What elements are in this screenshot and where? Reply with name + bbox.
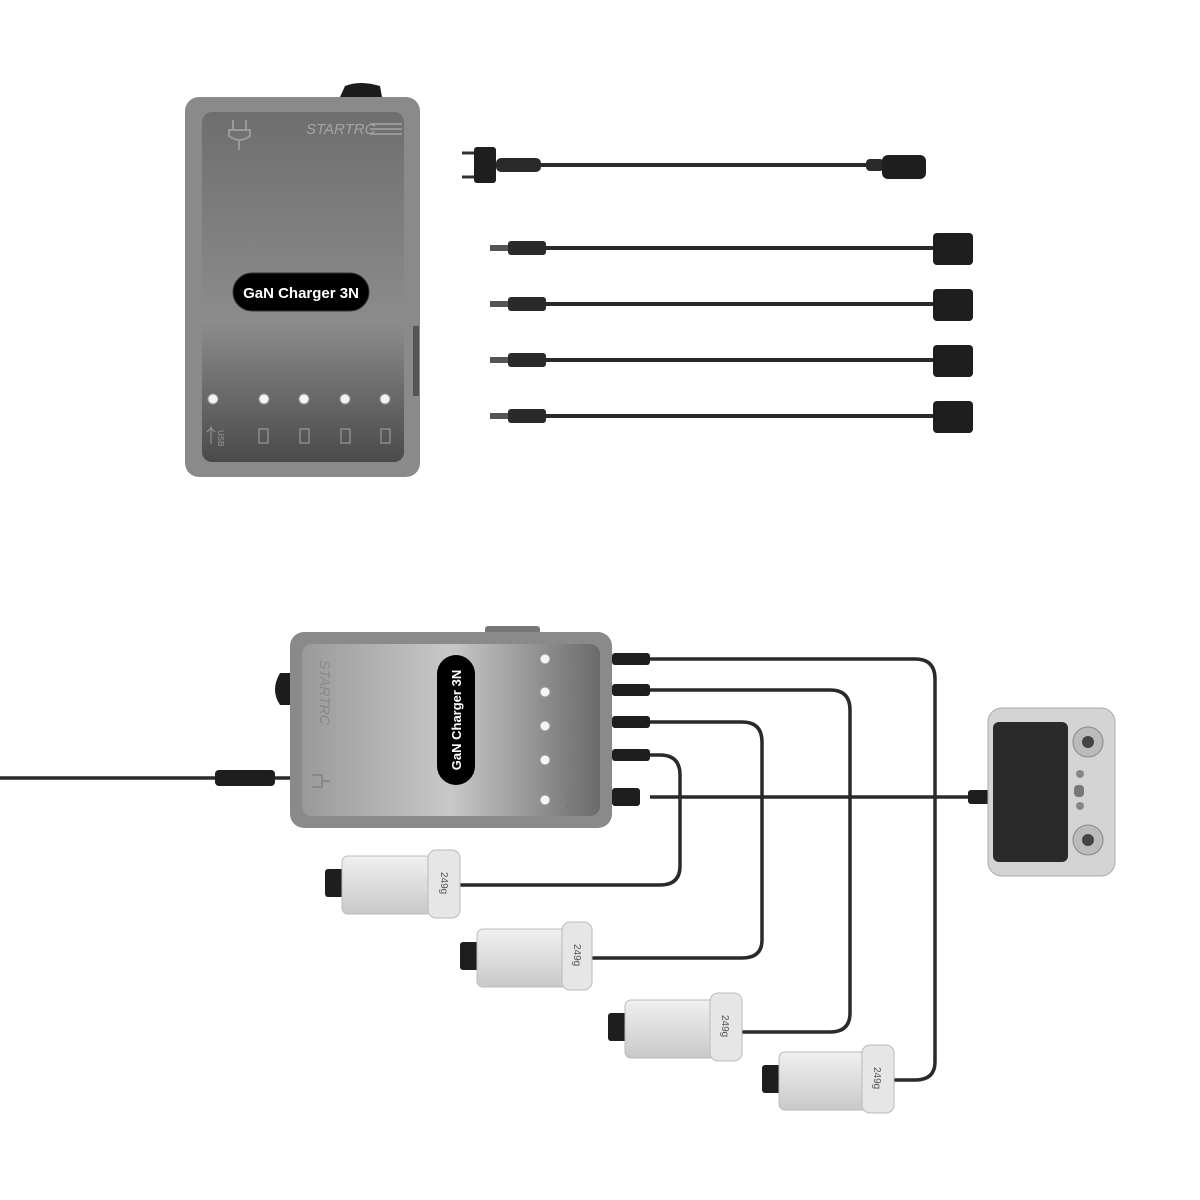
- plug-prongs: [462, 151, 474, 179]
- battery-weight-label: 249g: [871, 1067, 882, 1089]
- power-switch: [340, 83, 382, 97]
- cable-battery-3: [650, 688, 852, 1034]
- connection-cables: [0, 657, 975, 1082]
- battery-charging-icon: [258, 428, 391, 444]
- input-connector: [215, 770, 275, 786]
- battery-3: 249g: [608, 992, 743, 1062]
- cable-battery-2: [592, 720, 764, 960]
- led-4: [379, 393, 391, 405]
- button: [1076, 770, 1084, 778]
- product-name: GaN Charger 3N: [449, 670, 464, 770]
- battery-charging-icon: [569, 653, 583, 764]
- led-3: [339, 393, 351, 405]
- brand-logo: STARTRC: [306, 121, 376, 138]
- battery-4: 249g: [762, 1044, 895, 1114]
- status-leds: [539, 653, 551, 806]
- dc-cables: [490, 233, 973, 433]
- dc-cable-2: [490, 289, 973, 321]
- dc-cable-3: [490, 345, 973, 377]
- brand-logo-stripes: [370, 123, 402, 135]
- dc-cable-4: [490, 401, 973, 433]
- switch: [1074, 785, 1084, 797]
- usb-label: USB: [566, 790, 582, 799]
- led-1: [258, 393, 270, 405]
- product-name-badge: [232, 272, 370, 312]
- charger-connected: STARTRC GaN Charger 3N USB: [275, 626, 612, 828]
- power-switch: [275, 673, 290, 705]
- led-2: [298, 393, 310, 405]
- battery-2: 249g: [460, 921, 593, 991]
- battery-weight-label: 249g: [719, 1015, 730, 1037]
- led-usb: [207, 393, 219, 405]
- cable-battery-4: [650, 657, 937, 1082]
- figure-8-connector: [882, 155, 926, 179]
- battery-1: 249g: [325, 849, 461, 919]
- battery-weight-label: 249g: [438, 872, 449, 894]
- status-leds: [207, 393, 391, 405]
- brand-logo: STARTRC: [317, 660, 333, 726]
- product-name-badge: [437, 655, 475, 785]
- plug-icon: [228, 120, 251, 150]
- cable-battery-1: [460, 753, 682, 887]
- remote-controller: [968, 707, 1116, 877]
- usb-icon: [206, 426, 216, 444]
- button: [1076, 802, 1084, 810]
- charger-top-view: STARTRC GaN Charger 3N USB: [185, 83, 420, 477]
- ac-power-cable: [462, 147, 926, 183]
- side-button: [413, 326, 419, 396]
- controller-screen: [993, 722, 1068, 862]
- ac-plug: [474, 147, 496, 183]
- controller-plug: [968, 790, 990, 804]
- usb-icon: [565, 801, 584, 811]
- battery-weight-label: 249g: [571, 944, 582, 966]
- output-plugs: [612, 653, 650, 806]
- dc-cable-1: [490, 233, 973, 265]
- product-name: GaN Charger 3N: [243, 285, 359, 302]
- usb-label: USB: [216, 430, 225, 446]
- plug-icon: [312, 774, 330, 788]
